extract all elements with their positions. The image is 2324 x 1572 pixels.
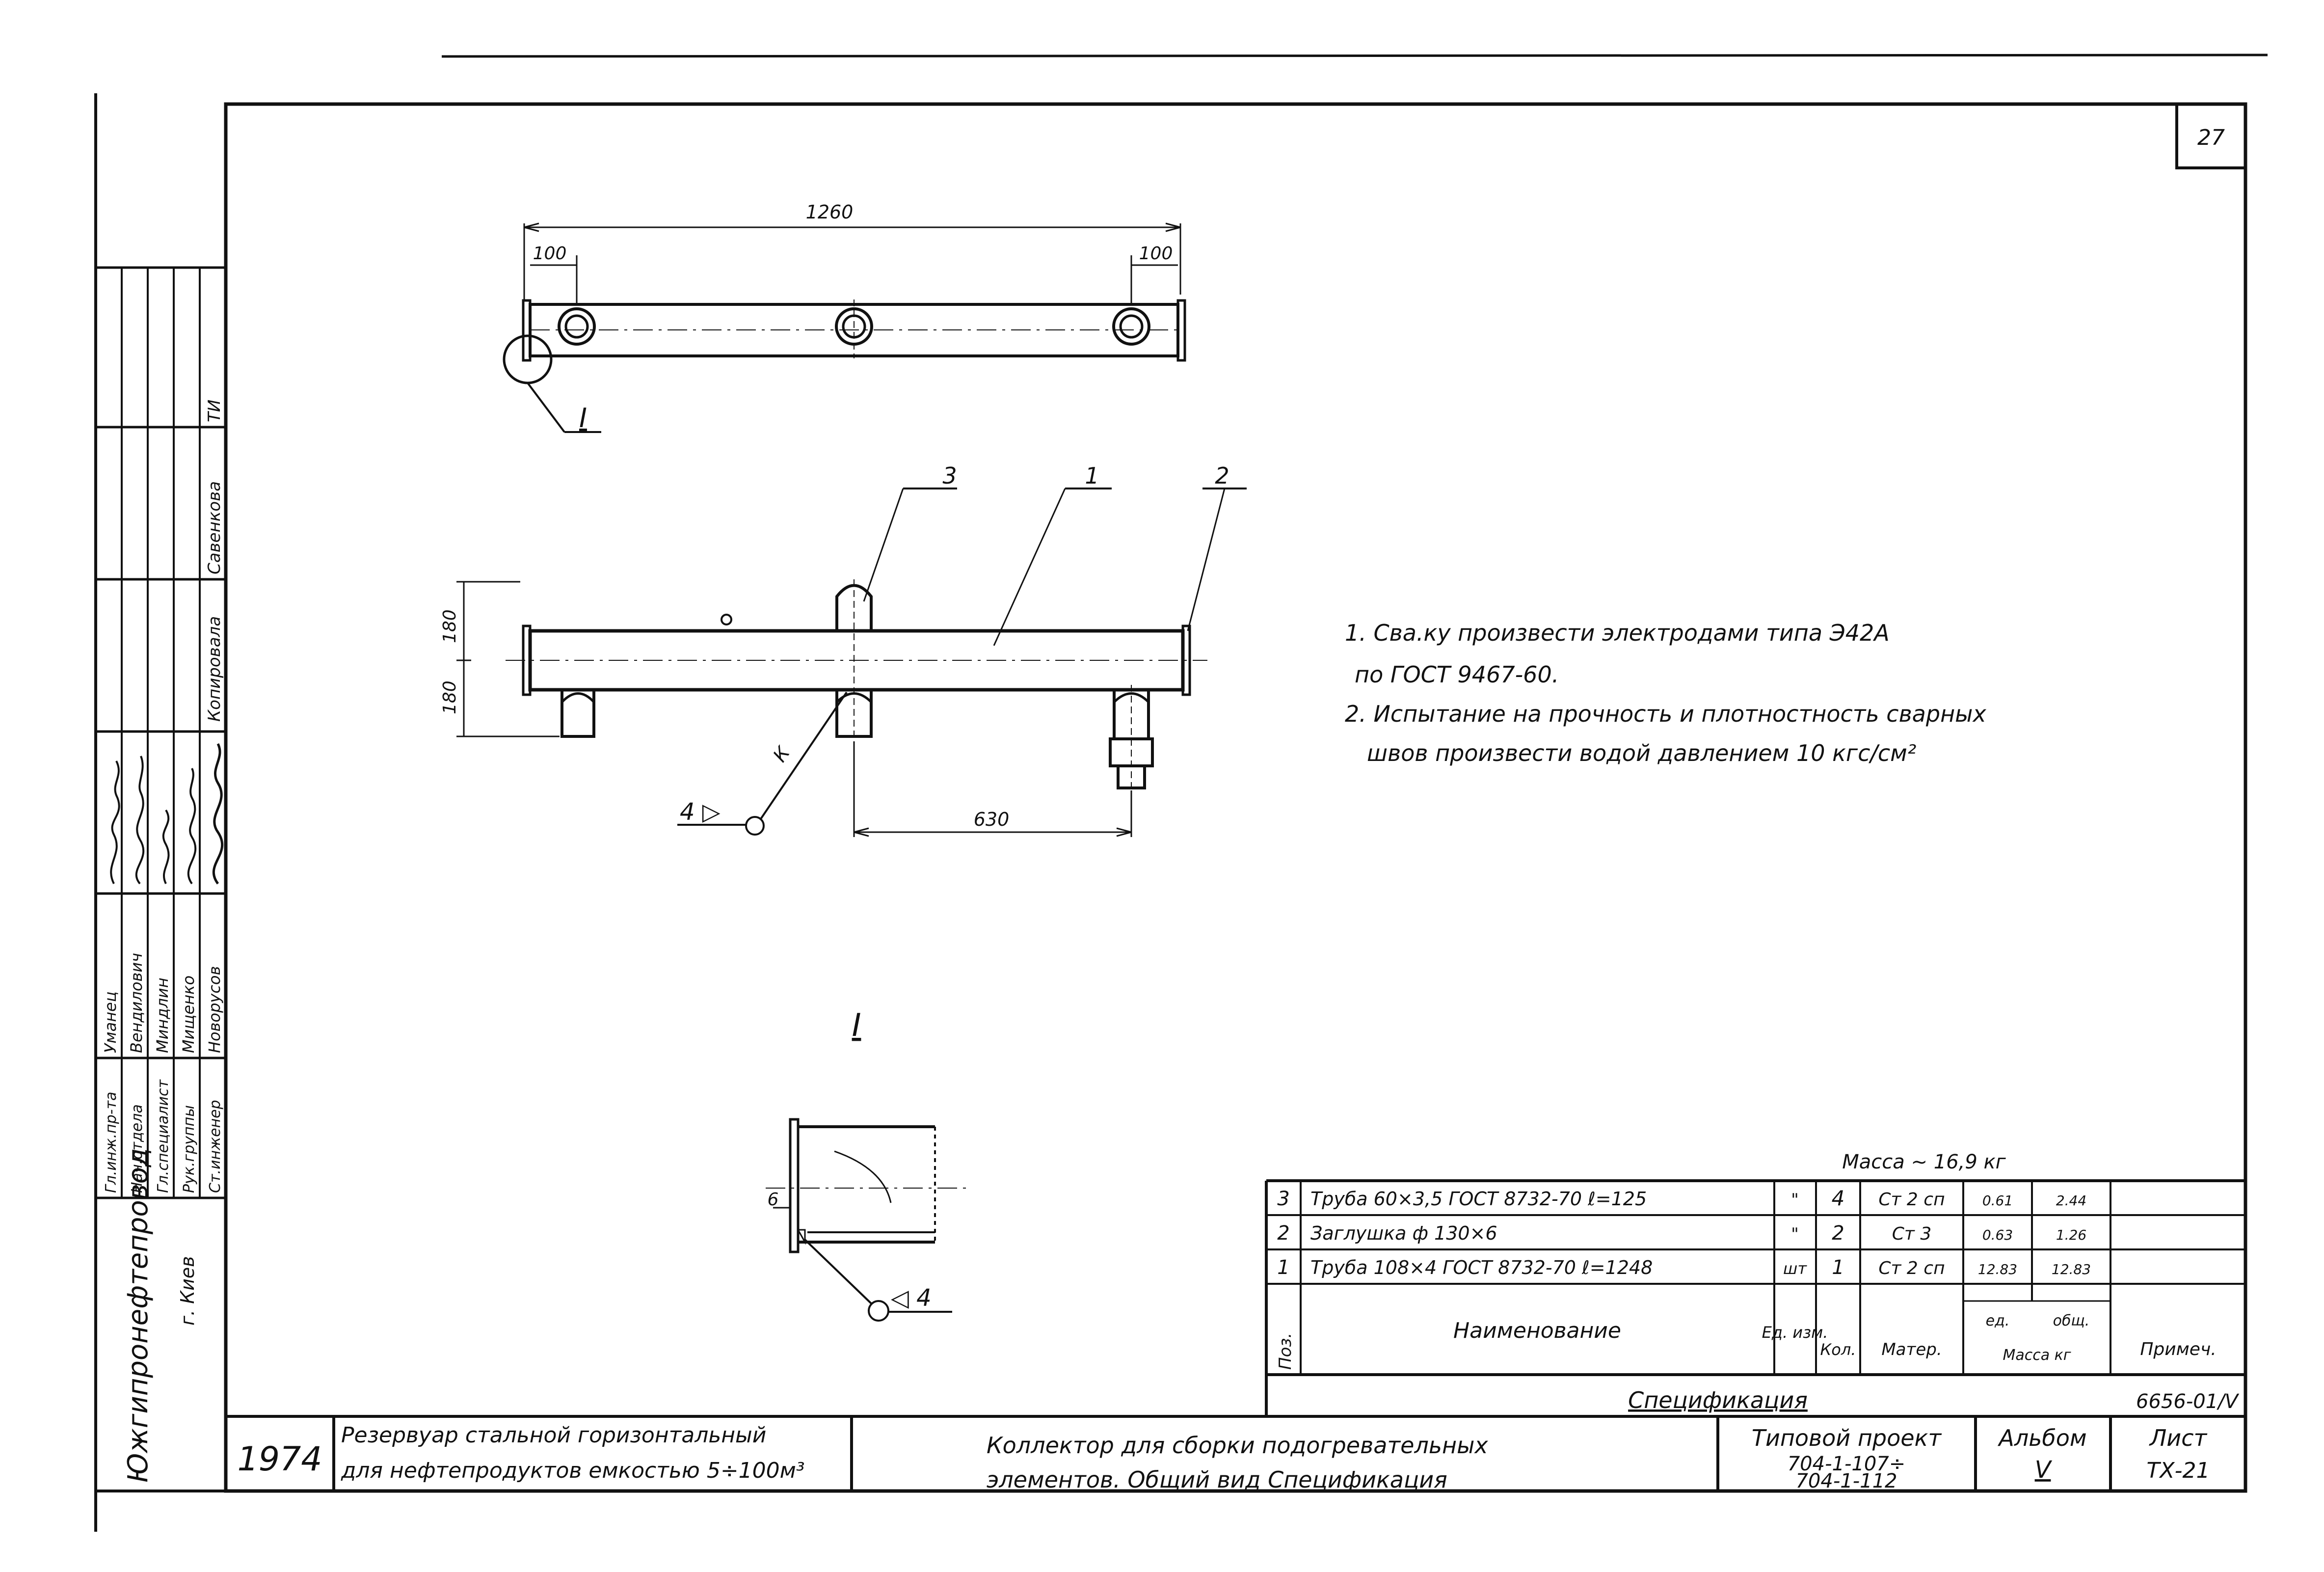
left-stamp: Гл.инж.пр-та Нач.отдела Гл.специалист Ру…: [96, 266, 226, 1483]
dim-end-offset-left: 100: [533, 244, 567, 264]
note-2-line-2: швов произвести водой давлением 10 кгс/с…: [1367, 740, 1916, 766]
spec-header-unit: Ед. изм.: [1762, 1323, 1828, 1342]
stamp-name-1: Уманец: [101, 991, 120, 1053]
signature-4: [187, 768, 197, 885]
dim-height-bottom: 180: [440, 680, 460, 714]
callout-1: 1: [1085, 462, 1099, 489]
signature-1: [110, 760, 120, 884]
dim-end-offset-right: 100: [1139, 244, 1173, 264]
detail-mark-label: I: [579, 403, 587, 434]
spec-row-3-qty: 4: [1832, 1186, 1845, 1210]
object-title-line2: для нефтепродуктов емкостью 5÷100м³: [341, 1458, 805, 1483]
detail-title: I: [852, 1007, 861, 1044]
stamp-name-3: Миндлин: [153, 977, 172, 1053]
spec-row-1-pos: 1: [1277, 1256, 1289, 1279]
spec-row-2-material: Ст 3: [1892, 1224, 1931, 1244]
spec-row-3-material: Ст 2 сп: [1878, 1190, 1945, 1210]
dim-overall-length: 1260: [806, 201, 854, 223]
spec-header-mass-kg: Масса кг: [2003, 1347, 2071, 1364]
album-label: Альбом: [1997, 1425, 2086, 1451]
callout-2: 2: [1215, 462, 1229, 489]
project-code-line2: 704-1-112: [1795, 1470, 1897, 1492]
spec-row-3-name: Труба 60×3,5 ГОСТ 8732-70 ℓ=125: [1310, 1188, 1647, 1210]
top-edge-line: [441, 54, 2268, 58]
stamp-name-2: Вендилович: [127, 953, 146, 1053]
detail-view: I 6 ◁ 4: [766, 1007, 972, 1322]
sheet-label: Лист: [2149, 1425, 2208, 1451]
album-number: V: [2035, 1456, 2053, 1484]
stamp-role-5: Ст.инженер: [207, 1100, 224, 1193]
object-title-line1: Резервуар стальной горизонтальный: [341, 1423, 766, 1448]
spec-header-name: Наименование: [1453, 1318, 1621, 1343]
signature-3: [162, 809, 170, 884]
spec-mass-label: Масса ~ 16,9 кг: [1842, 1151, 2006, 1173]
sheet-code: ТХ-21: [2147, 1458, 2210, 1483]
top-view: 1260 100 100 I: [503, 201, 1186, 434]
drawing-title-line1: Коллектор для сборки подогревательных: [987, 1432, 1488, 1459]
spec-row-1-unit-mass: 12.83: [1978, 1261, 2017, 1277]
signature-5: [212, 743, 224, 885]
spec-header-material: Матер.: [1881, 1340, 1942, 1359]
year: 1974: [237, 1440, 322, 1479]
spec-row-2-unit-mass: 0.63: [1982, 1227, 2013, 1243]
title-block: 1974 Резервуар стальной горизонтальный д…: [226, 1415, 2245, 1493]
note-1-line-2: по ГОСТ 9467-60.: [1355, 661, 1559, 688]
spec-row-1-qty: 1: [1832, 1256, 1844, 1279]
stamp-role-1: Гл.инж.пр-та: [103, 1092, 120, 1193]
notes-block: 1. Сва.ку произвести электродами типа Э4…: [1345, 620, 1986, 766]
note-1-line-1: 1. Сва.ку произвести электродами типа Э4…: [1345, 620, 1890, 646]
stamp-side-label-1: Копировала: [205, 616, 224, 722]
note-2-line-1: 2. Испытание на прочность и плотностност…: [1345, 701, 1986, 727]
spec-row-2-qty: 2: [1832, 1222, 1844, 1245]
drawing-title-line2: элементов. Общий вид Спецификация: [987, 1466, 1447, 1493]
spec-row-1-total-mass: 12.83: [2052, 1261, 2091, 1277]
spec-row-2-pos: 2: [1277, 1222, 1289, 1245]
spec-header-note: Примеч.: [2140, 1339, 2216, 1359]
dim-branch-offset: 630: [974, 809, 1010, 830]
spec-header-mass-unit: ед.: [1986, 1312, 2010, 1329]
dim-plug-thickness: 6: [768, 1190, 779, 1210]
spec-header-qty: Кол.: [1820, 1340, 1856, 1359]
dim-height-top: 180: [440, 609, 460, 643]
spec-row-1-name: Труба 108×4 ГОСТ 8732-70 ℓ=1248: [1310, 1257, 1653, 1278]
branch-bottom-left: [561, 690, 595, 738]
spec-row-3-total-mass: 2.44: [2056, 1193, 2086, 1209]
organization-city: г. Киев: [177, 1256, 198, 1326]
spec-caption: Спецификация: [1628, 1387, 1808, 1413]
stamp-side-label-3: ТИ: [205, 400, 224, 422]
spec-row-3-pos: 3: [1277, 1188, 1289, 1210]
callout-3: 3: [942, 462, 957, 489]
weld-symbol-label: 4 ▷: [680, 798, 721, 826]
spec-row-2-total-mass: 1.26: [2056, 1227, 2086, 1243]
sheet-frame: [224, 102, 2247, 1493]
spec-row-3-unit-mass: 0.61: [1982, 1193, 2013, 1209]
weld-leg-label: К: [769, 742, 795, 766]
spec-row-2-name: Заглушка ф 130×6: [1310, 1222, 1497, 1244]
organization-name: Южгипронефтепровод: [122, 1148, 154, 1483]
spec-header-mass-total: общ.: [2053, 1312, 2090, 1329]
stamp-role-3: Гл.специалист: [155, 1079, 172, 1193]
stamp-name-4: Мищенко: [179, 976, 198, 1053]
weld-symbol-detail-label: ◁ 4: [891, 1284, 932, 1312]
page-number-box: [2175, 103, 2247, 169]
spec-header-pos: Поз.: [1276, 1333, 1295, 1370]
project-code-line1: 704-1-107÷: [1788, 1453, 1906, 1475]
spec-row-2-unit: ": [1791, 1224, 1799, 1244]
specification-table: Масса ~ 16,9 кг 3 Труба 60×3,5 ГОСТ 8732…: [1265, 1151, 2245, 1416]
spec-row-1-material: Ст 2 сп: [1878, 1258, 1945, 1278]
stamp-side-label-2: Савенкова: [205, 481, 224, 574]
signature-2: [135, 756, 145, 885]
project-label: Типовой проект: [1752, 1425, 1942, 1451]
spec-row-3-unit: ": [1791, 1190, 1799, 1210]
front-view: 180 180 630 3 1 2 4 ▷ К: [440, 462, 1247, 837]
stamp-role-2: Нач.отдела: [129, 1104, 146, 1193]
stamp-role-4: Рук.группы: [181, 1105, 198, 1193]
page-number: 27: [2197, 125, 2225, 150]
doc-number: 6656-01/V: [2136, 1390, 2240, 1413]
stamp-name-5: Новорусов: [205, 966, 224, 1053]
spec-row-1-unit: шт: [1783, 1259, 1807, 1278]
